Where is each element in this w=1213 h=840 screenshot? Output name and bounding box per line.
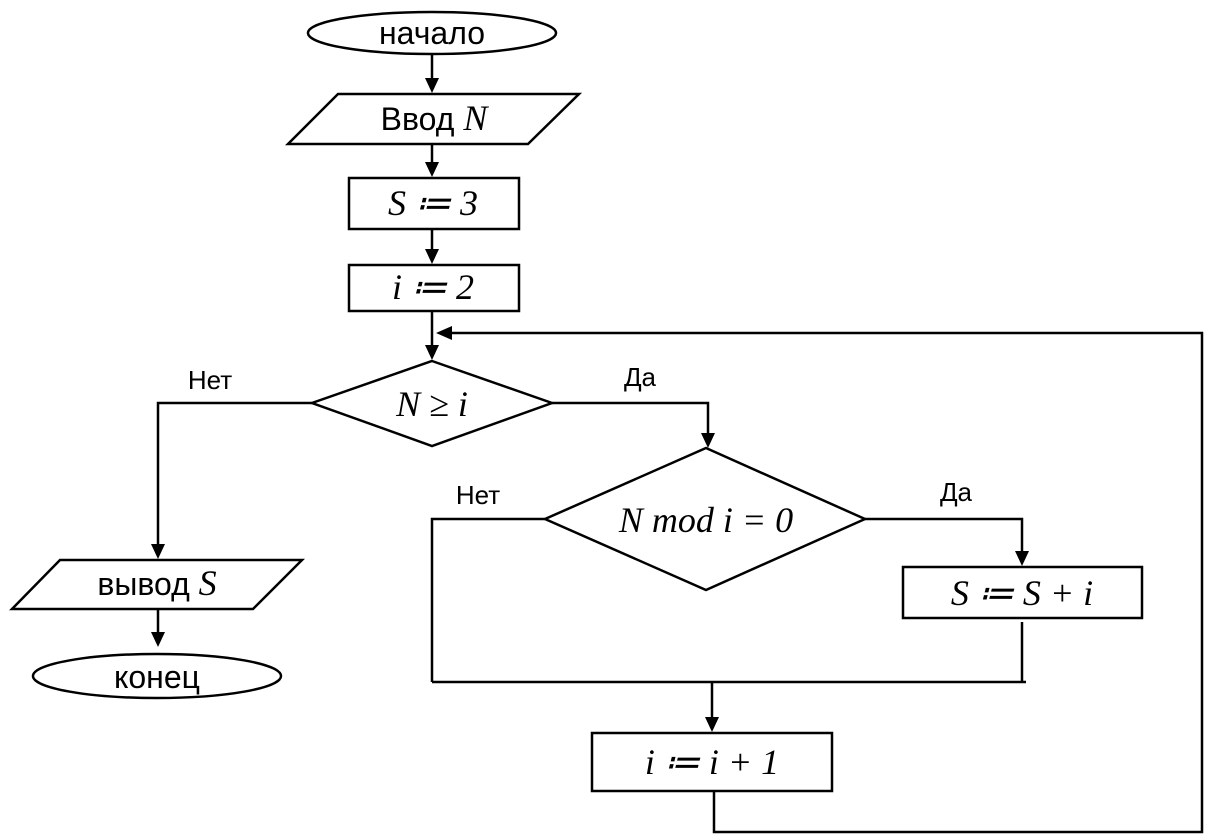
arrowhead-down xyxy=(425,78,439,93)
output-var: S xyxy=(199,563,217,603)
arrowhead-down xyxy=(151,544,165,559)
connector-cond-yes-inner xyxy=(552,401,710,440)
increment-i-block: i ≔ i + 1 xyxy=(590,731,834,793)
end-label: конец xyxy=(114,659,200,695)
outer-condition-label: N ≥ i xyxy=(395,384,468,424)
arrowhead-down xyxy=(701,433,715,448)
arrowhead-down xyxy=(425,345,439,360)
arrowhead-down xyxy=(151,632,165,647)
outer-condition: N ≥ i Нет Да xyxy=(188,359,657,448)
init-s-rect xyxy=(347,176,521,231)
inner-no-label: Нет xyxy=(456,480,500,510)
init-i-block: i ≔ 2 xyxy=(347,263,521,313)
inner-condition: N mod i = 0 Нет Да xyxy=(456,446,973,592)
connector-inner-yes xyxy=(865,517,1024,558)
outer-condition-diamond xyxy=(308,359,556,448)
inner-condition-diamond xyxy=(541,446,869,592)
increment-i-rect xyxy=(590,731,834,793)
init-i-label: i ≔ 2 xyxy=(392,267,474,307)
input-block: Ввод N xyxy=(284,92,583,146)
start-terminal: начало xyxy=(306,10,558,56)
connector-loop-back xyxy=(446,331,1204,834)
end-terminal: конец xyxy=(31,652,283,700)
arrowhead-left xyxy=(436,326,452,340)
start-label: начало xyxy=(379,15,485,51)
output-block: вывод S xyxy=(9,558,306,611)
arrowheads xyxy=(151,78,1029,732)
inner-condition-label: N mod i = 0 xyxy=(618,500,793,540)
update-s-rect xyxy=(901,565,1144,620)
update-s-label: S ≔ S + i xyxy=(951,573,1093,613)
init-i-rect xyxy=(347,263,521,313)
arrowhead-down xyxy=(705,717,719,732)
init-s-label: S ≔ 3 xyxy=(388,183,478,223)
increment-i-label: i ≔ i + 1 xyxy=(645,742,779,782)
outer-no-label: Нет xyxy=(188,365,232,395)
input-prefix: Ввод xyxy=(381,101,464,137)
arrowhead-down xyxy=(425,162,439,177)
init-s-block: S ≔ 3 xyxy=(347,176,521,231)
outer-yes-label: Да xyxy=(624,362,657,392)
end-oval xyxy=(31,652,283,700)
connector-inner-no xyxy=(430,517,545,682)
output-parallelogram xyxy=(9,558,306,611)
output-prefix: вывод xyxy=(97,566,198,602)
input-label: Ввод N xyxy=(381,98,490,138)
arrowhead-down xyxy=(1015,551,1029,566)
output-label: вывод S xyxy=(97,563,216,603)
start-oval xyxy=(306,10,558,56)
input-var: N xyxy=(462,98,489,138)
inner-yes-label: Да xyxy=(940,477,973,507)
update-s-block: S ≔ S + i xyxy=(901,565,1144,620)
connectors xyxy=(156,54,1204,834)
arrowhead-down xyxy=(425,249,439,264)
input-parallelogram xyxy=(284,92,583,146)
connector-cond-no-output xyxy=(156,401,312,550)
